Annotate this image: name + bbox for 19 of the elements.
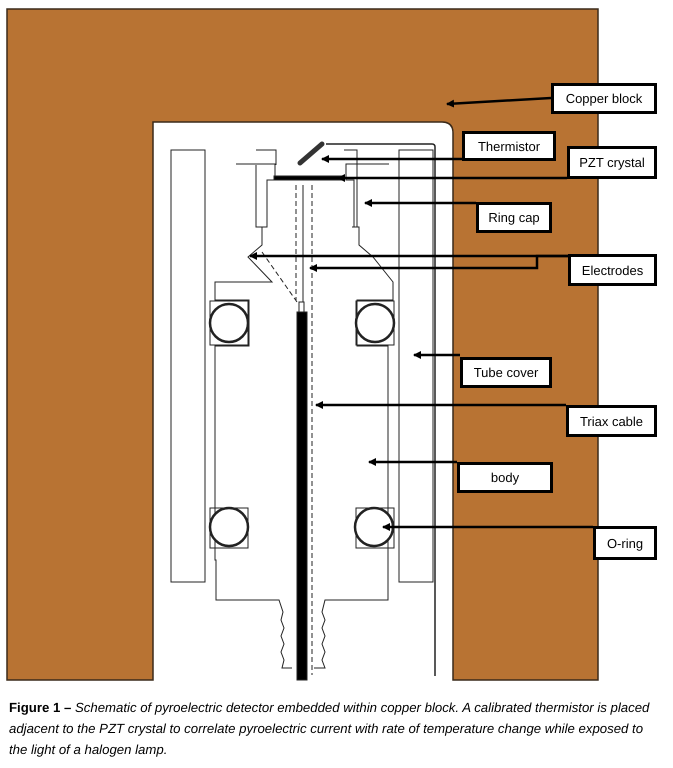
leader-line xyxy=(364,199,476,207)
part-label: Ring cap xyxy=(476,202,552,233)
leader-line xyxy=(368,458,457,466)
part-label: Triax cable xyxy=(566,405,657,437)
figure-caption: Figure 1 – Schematic of pyroelectric detector embedded within copper block. A calibrated thermistor is placed adjacent to the PZT crystal to correlate pyroelectric current with rate of temperature change while exposed to the light of a halogen lamp. xyxy=(9,699,651,759)
leader-line xyxy=(337,174,567,182)
part-label: Thermistor xyxy=(462,131,556,161)
part-label: Electrodes xyxy=(568,254,657,286)
leader-line xyxy=(413,351,460,359)
leader-line xyxy=(446,96,552,108)
part-label: PZT crystal xyxy=(567,146,657,179)
leader-line xyxy=(315,401,566,409)
part-label: body xyxy=(457,462,553,493)
part-label: Tube cover xyxy=(460,357,552,388)
part-label: Copper block xyxy=(551,83,657,114)
leader-line xyxy=(309,254,568,272)
part-label: O-ring xyxy=(593,526,657,560)
leader-line xyxy=(382,523,593,531)
leader-line xyxy=(321,155,462,163)
